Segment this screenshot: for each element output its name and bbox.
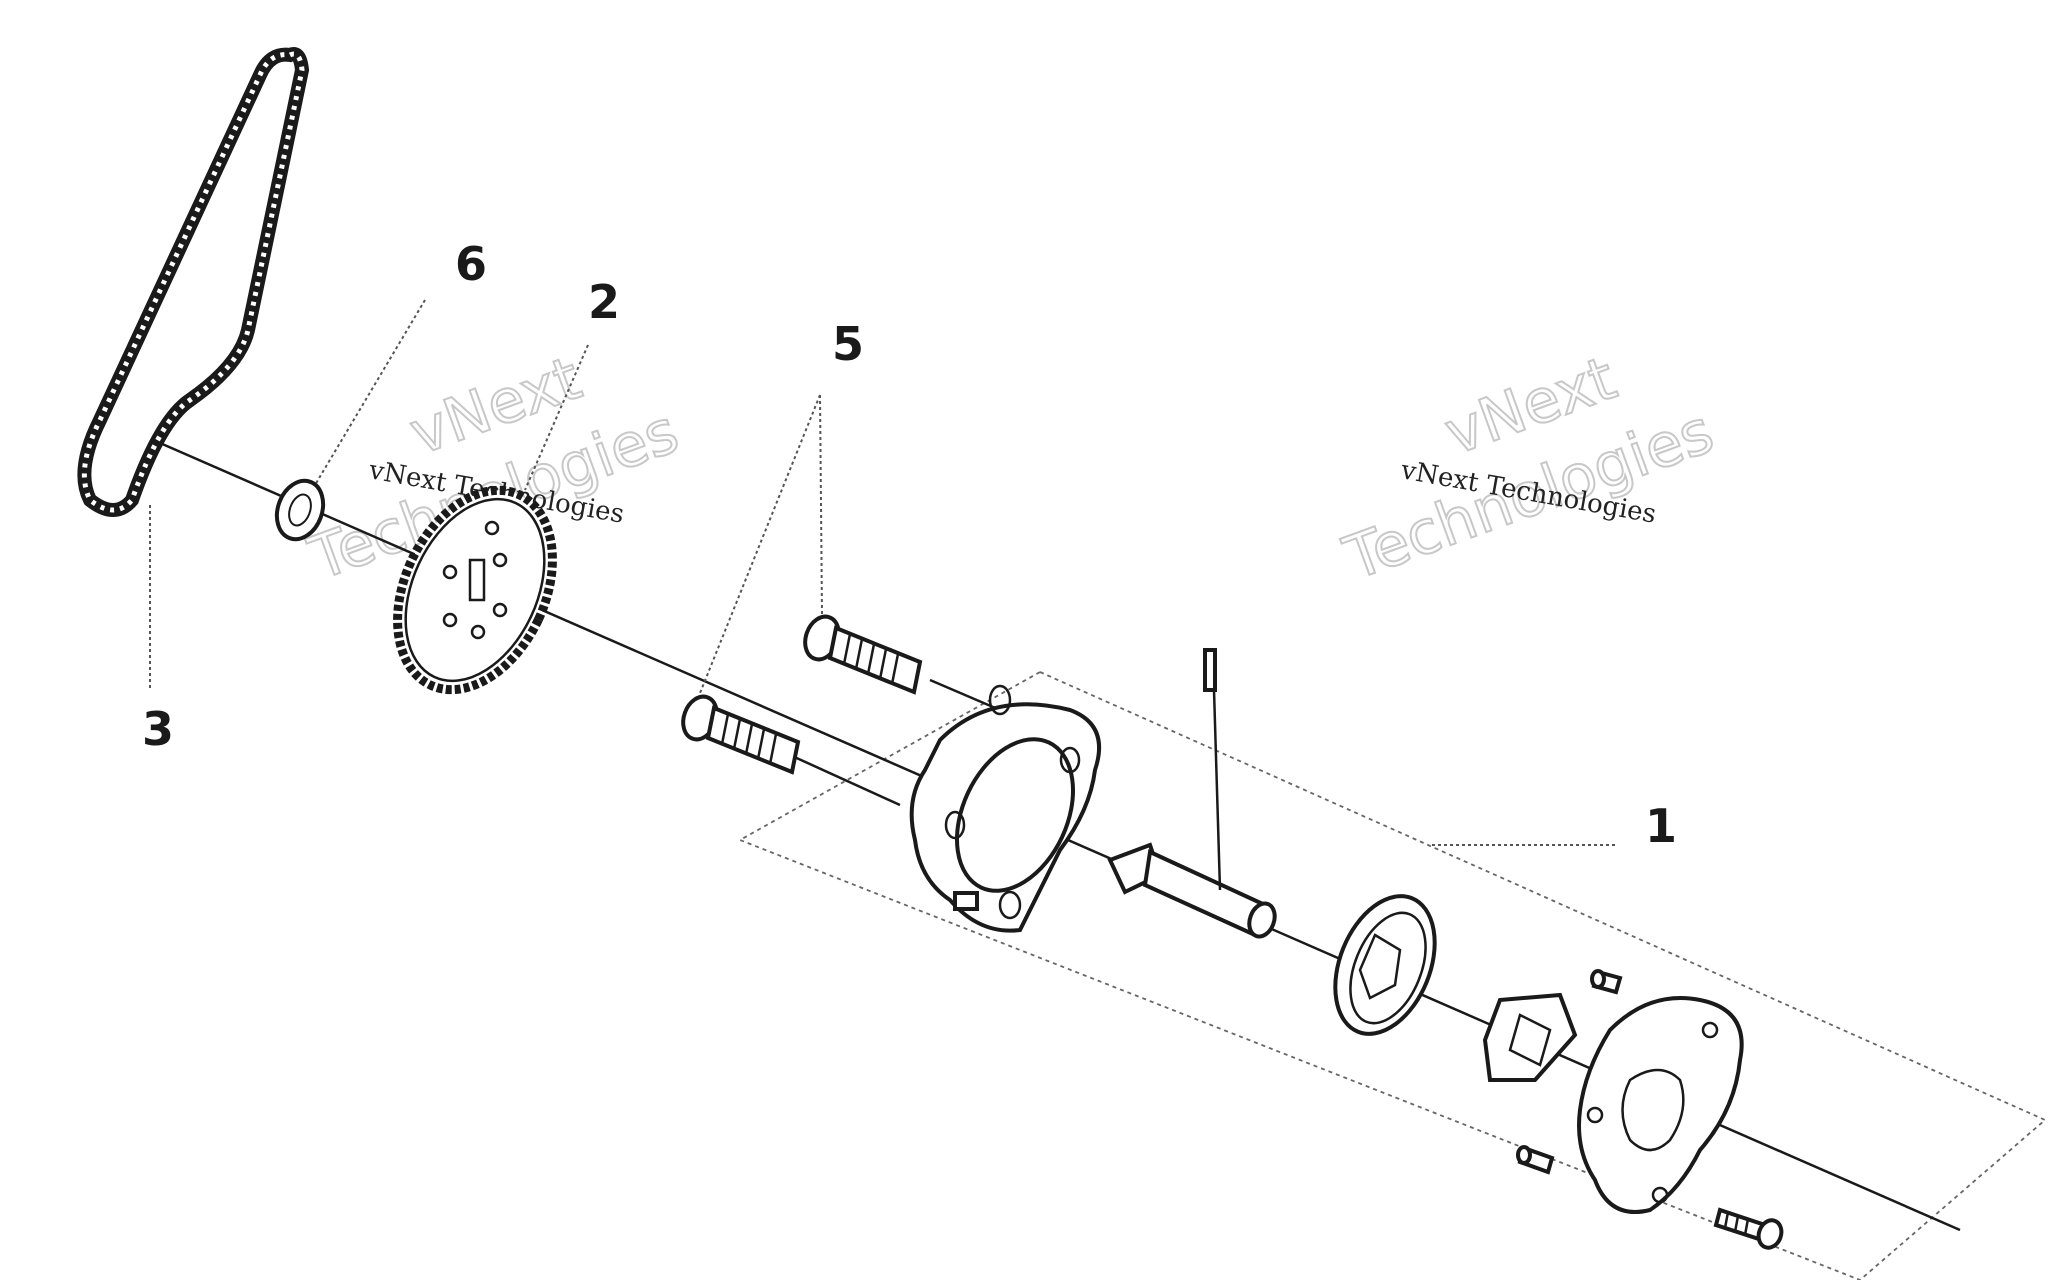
cover-screw [1713, 1207, 1784, 1250]
leader-5-upper [819, 394, 823, 616]
callout-3: 3 [142, 702, 174, 756]
bolt-lower [681, 694, 801, 775]
callout-2: 2 [588, 275, 620, 329]
sprocket [393, 485, 557, 695]
callout-1: 1 [1645, 799, 1677, 853]
chain-links [81, 51, 305, 513]
inner-rotor [1482, 992, 1578, 1082]
callout-6: 6 [455, 237, 487, 291]
drive-chain [77, 47, 310, 517]
callout-5: 5 [832, 317, 864, 371]
leader-5-lower [699, 394, 821, 694]
washer [274, 478, 326, 542]
bolt-axis-lower [789, 753, 901, 807]
outer-rotor [1333, 894, 1437, 1036]
leader-6 [314, 299, 426, 486]
chain-outer [77, 47, 310, 517]
leader-2 [524, 344, 589, 491]
bolt-upper [803, 614, 923, 695]
pump-housing [909, 684, 1102, 933]
shaft-pin [1203, 648, 1222, 891]
dowel-pin-upper [1590, 969, 1623, 995]
pump-cover [1577, 996, 1744, 1214]
dowel-pin-lower [1516, 1145, 1555, 1175]
pump-shaft [1107, 842, 1277, 939]
watermark-right: vNext Technologies vNext Technologies [1334, 342, 1723, 595]
bolt-axis-upper [929, 678, 1001, 712]
